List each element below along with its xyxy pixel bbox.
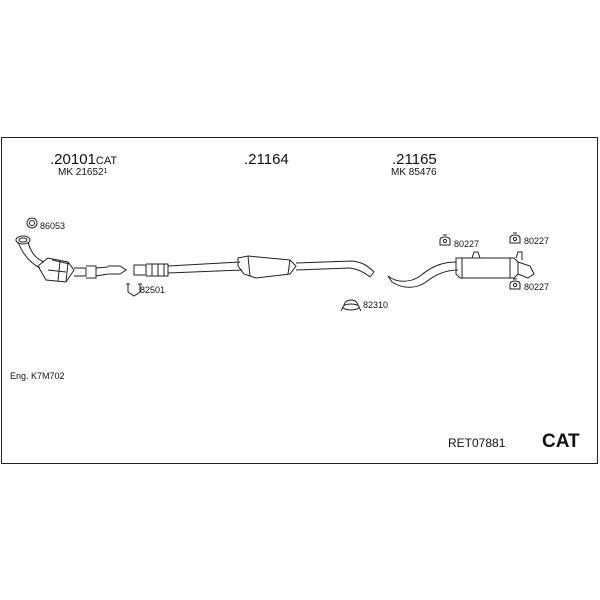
engine-code: Eng. K7M702: [10, 371, 65, 381]
clamp-middle-label: 82310: [363, 300, 389, 310]
cat-converter-part-number: .20101CAT: [50, 152, 117, 167]
cat-converter-mk-note: 1: [103, 168, 108, 175]
cat-converter-mk: MK: [58, 167, 73, 178]
diagram-frame: [1, 137, 598, 464]
rear-silencer-mk: MK: [391, 167, 406, 178]
cat-converter-mk-number: 21652: [75, 167, 104, 178]
rubber-hanger-3-icon: [509, 278, 521, 290]
gasket-ring-icon: [26, 217, 38, 229]
clamp-front-icon: [126, 283, 142, 297]
middle-silencer-icon: [133, 255, 375, 279]
rubber-hanger-2-icon: [509, 232, 521, 244]
cat-badge: CAT: [542, 431, 580, 452]
clamp-middle-icon: [340, 299, 362, 312]
middle-silencer-part-number: .21164: [244, 151, 289, 168]
cat-converter-number: .20101: [50, 151, 96, 168]
rubber-hanger-1-icon: [439, 234, 451, 246]
hanger-2-label: 80227: [524, 236, 550, 246]
rear-silencer-icon: [387, 251, 535, 288]
cat-converter-mk-label: MK 216521: [58, 168, 108, 178]
clamp-front-label: 82501: [140, 285, 166, 295]
hanger-1-label: 80227: [454, 239, 480, 249]
gasket-label: 86053: [40, 221, 66, 231]
reference-number: RET07881: [448, 436, 506, 450]
catalytic-converter-icon: [15, 235, 127, 283]
hanger-3-label: 80227: [524, 282, 550, 292]
cat-converter-suffix: CAT: [95, 155, 118, 167]
rear-silencer-part-number: .21165: [392, 151, 437, 168]
rear-silencer-mk-number: 85476: [408, 167, 437, 178]
rear-silencer-mk-label: MK 85476: [391, 168, 437, 178]
